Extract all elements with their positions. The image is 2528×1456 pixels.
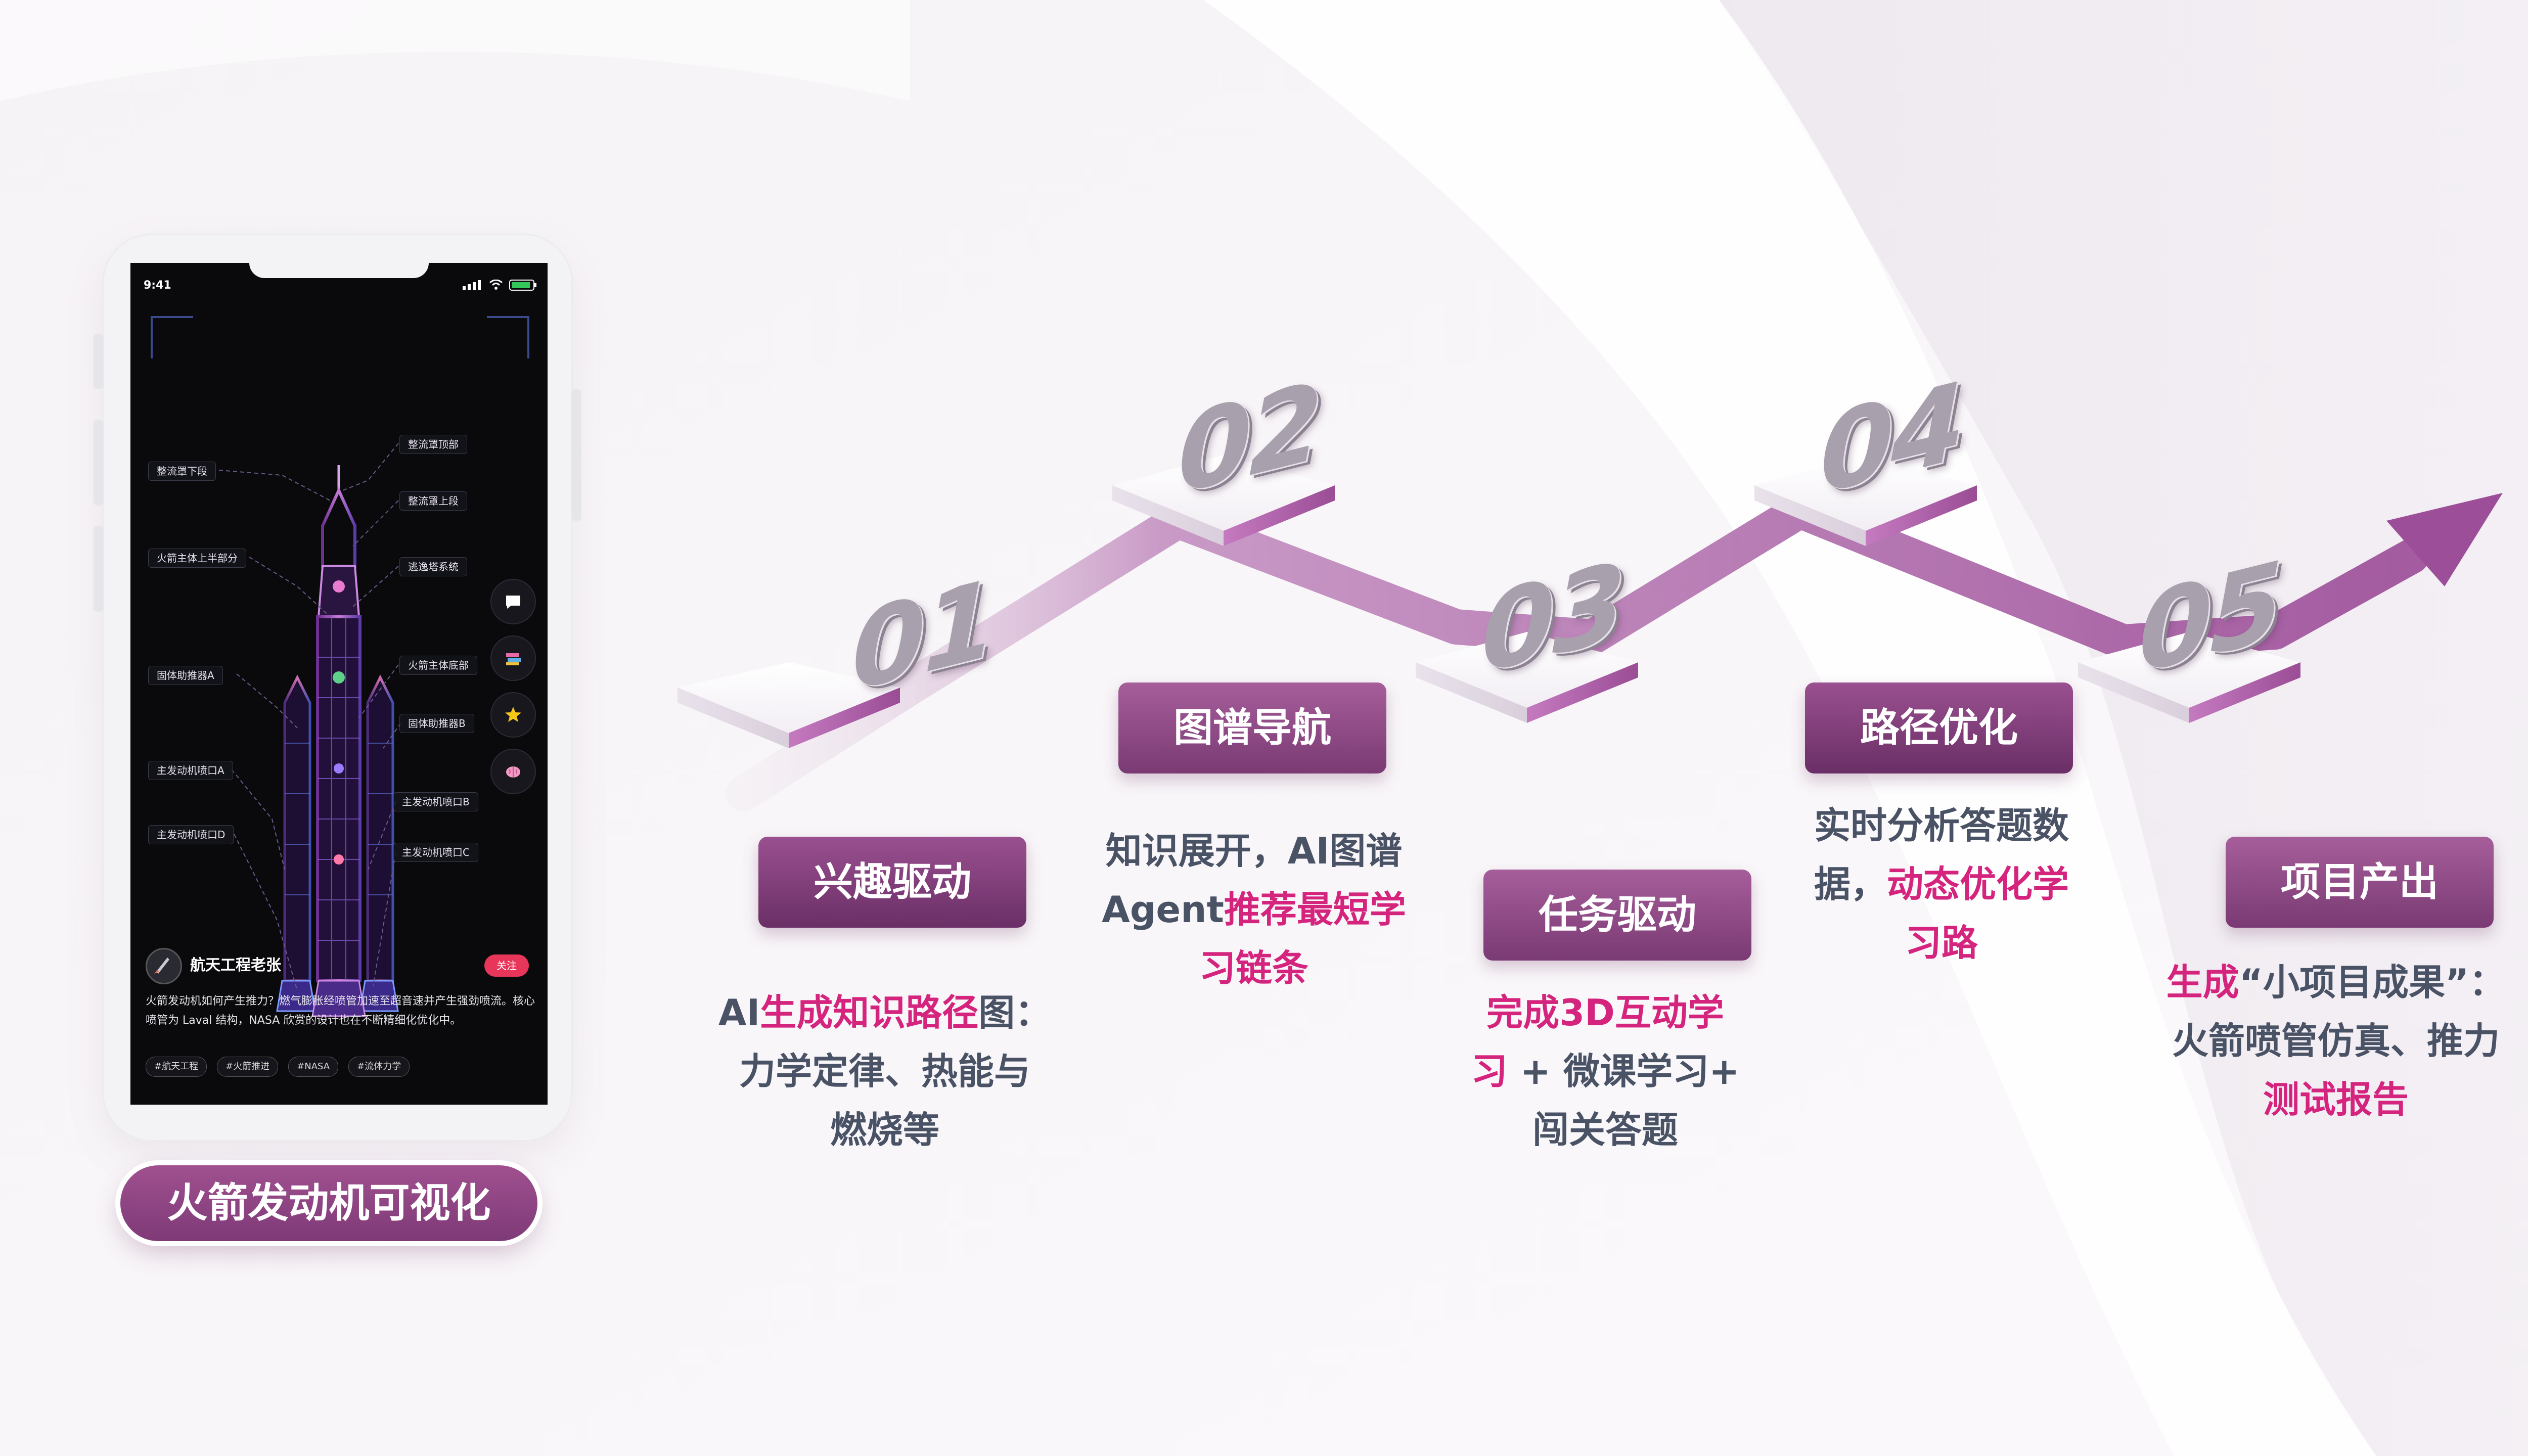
step-title: 项目产出: [2226, 837, 2494, 928]
rocket-label[interactable]: 整流罩下段: [148, 462, 216, 481]
battery-icon: [509, 280, 536, 291]
status-time: 9:41: [144, 279, 171, 292]
rocket-label[interactable]: 主发动机喷口B: [393, 792, 478, 811]
rocket-label[interactable]: 主发动机喷口D: [148, 825, 234, 844]
tag-list: #航天工程 #火箭推进 #NASA #流体力学: [146, 1057, 410, 1077]
status-icons: [463, 279, 537, 291]
rocket-label[interactable]: 火箭主体上半部分: [148, 549, 246, 568]
step-title: 任务驱动: [1483, 870, 1751, 961]
pad-03: [1416, 632, 1638, 723]
wifi-icon: [489, 280, 503, 290]
pad-04: [1754, 455, 1977, 546]
phone-volume-down-button: [94, 526, 104, 612]
author-name[interactable]: 航天工程老张: [190, 957, 281, 974]
hashtag[interactable]: #航天工程: [146, 1057, 207, 1077]
pad-05: [2078, 632, 2300, 723]
rocket-label[interactable]: 主发动机喷口C: [393, 843, 478, 862]
phone-power-button: [571, 389, 581, 521]
step-description-02: 知识展开，AI图谱 Agent推荐最短学 习链条: [1102, 830, 1406, 989]
signal-icon: [463, 280, 481, 290]
rocket-label[interactable]: 火箭主体底部: [399, 656, 477, 675]
step-title: 兴趣驱动: [758, 837, 1026, 928]
phone-screen: 9:41: [130, 263, 548, 1105]
step-description-05: 生成“小项目成果”： 火箭喷管仿真、推力 测试报告: [2166, 961, 2506, 1121]
scan-frame-corner: [487, 316, 529, 358]
phone-volume-up-button: [94, 420, 104, 506]
phone-caption: 火箭发动机可视化: [120, 1165, 537, 1241]
rocket-label[interactable]: 固体助推器A: [148, 666, 223, 685]
star-icon[interactable]: [490, 692, 536, 738]
rocket-label[interactable]: 主发动机喷口A: [148, 761, 233, 780]
hashtag[interactable]: #火箭推进: [217, 1057, 279, 1077]
arrow-head: [2386, 493, 2503, 586]
post-description: 火箭发动机如何产生推力？燃气膨胀经喷管加速至超音速并产生强劲喷流。核心喷管为 L…: [146, 995, 535, 1027]
pad-02: [1112, 455, 1335, 546]
brain-icon[interactable]: [490, 749, 536, 794]
rocket-label[interactable]: 固体助推器B: [399, 714, 474, 733]
scan-frame-corner: [151, 316, 193, 358]
step-title: 路径优化: [1805, 682, 2073, 774]
rocket-label[interactable]: 逃逸塔系统: [399, 557, 467, 576]
hashtag[interactable]: #流体力学: [348, 1057, 410, 1077]
rocket-illustration: [218, 443, 401, 1017]
pad-01: [678, 662, 900, 748]
step-title: 图谱导航: [1118, 682, 1386, 774]
rocket-label[interactable]: 整流罩上段: [399, 491, 467, 511]
phone-notch: [249, 263, 429, 278]
comment-icon[interactable]: [490, 579, 536, 624]
follow-button[interactable]: 关注: [484, 954, 529, 977]
phone-side-button: [94, 334, 104, 389]
avatar[interactable]: [146, 948, 182, 984]
rocket-label[interactable]: 整流罩顶部: [399, 435, 467, 454]
step-description-03: 完成3D互动学 习 + 微课学习+ 闯关答题: [1471, 991, 1740, 1151]
hashtag[interactable]: #NASA: [288, 1057, 339, 1077]
step-description-01: AI生成知识路径图： 力学定律、热能与 燃烧等: [718, 991, 1052, 1151]
books-icon[interactable]: [490, 635, 536, 681]
step-description-04: 实时分析答题数 据，动态优化学 习路: [1814, 804, 2069, 964]
